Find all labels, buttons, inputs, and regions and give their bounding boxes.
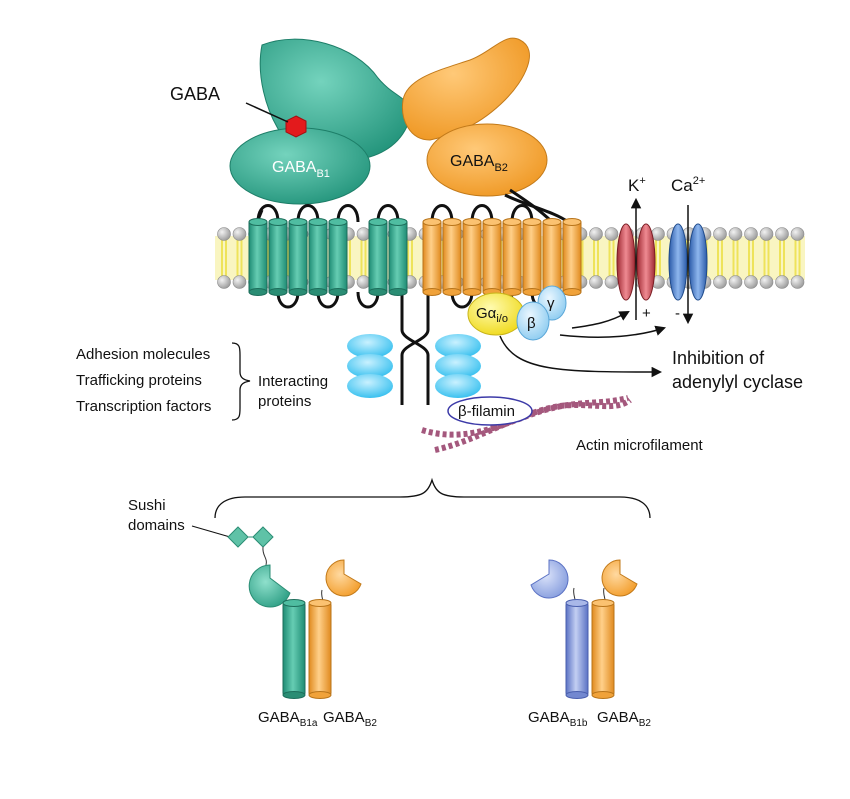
sushi-label: Sushi	[128, 497, 166, 514]
interacting-proteins-left	[347, 334, 393, 398]
lipid-head	[356, 275, 371, 289]
actin-label: Actin microfilament	[576, 437, 704, 454]
k-channel	[616, 197, 656, 320]
lipid-head	[589, 227, 603, 241]
gaba-b1-tm-helix	[288, 218, 308, 296]
inhibition-label: Inhibition of	[672, 348, 765, 368]
lipid-head	[728, 275, 743, 289]
gaba-b2-extracellular-domain	[401, 37, 548, 197]
beta-filamin-outline	[447, 396, 533, 426]
lipid-head	[604, 227, 619, 241]
gaba-b1-tm-helix	[308, 218, 328, 296]
gaba-b2-tm-helix	[442, 218, 462, 296]
gaba-pointer-line	[245, 102, 289, 123]
lipid-head	[232, 227, 247, 241]
interacting-proteins-label: Interacting	[258, 373, 328, 390]
gaba-b2-label: GABAB2	[450, 153, 508, 174]
gaba-b1-tm-helix	[368, 218, 388, 296]
gaba-b2-tm-helix	[462, 218, 482, 296]
g-alpha-label: Gαi/o	[476, 305, 508, 325]
interacting-proteins-right	[435, 334, 481, 398]
beta-filamin-label: β-filamin	[458, 403, 515, 420]
gaba-b2-tm-helix	[482, 218, 502, 296]
interacting-proteins-label-line2: proteins	[258, 393, 311, 410]
gaba-b2-tm-helix	[542, 218, 562, 296]
sushi-label-line2: domains	[128, 517, 185, 534]
isoform-gaba-b1b	[530, 559, 589, 699]
gaba-b1-label: GABAB1	[272, 159, 330, 180]
g-protein	[467, 285, 567, 341]
isoform-2-left-label: GABAB1b	[528, 709, 588, 729]
sushi-domains	[227, 526, 274, 566]
isoform-1-left-label: GABAB1a	[258, 709, 318, 729]
gaba-b2-tm-helix	[562, 218, 582, 296]
lipid-head	[790, 227, 805, 241]
k-plus-sign: +	[642, 305, 651, 322]
lipid-head	[728, 227, 743, 241]
inhibition-label-line2: adenylyl cyclase	[672, 372, 803, 392]
protein-list-brace	[231, 342, 251, 421]
lipid-head	[217, 275, 231, 289]
isoform-2-right-label: GABAB2	[597, 709, 651, 729]
sushi-pointer-line	[191, 525, 231, 538]
isoform-gaba-b1a	[248, 564, 306, 699]
lipid-head	[775, 227, 789, 241]
lipid-head	[744, 275, 758, 289]
protein-list-item-transcription: Transcription factors	[76, 398, 211, 415]
lipid-head	[790, 275, 805, 289]
isoform-brace	[214, 477, 651, 519]
effector-arrows	[499, 310, 666, 378]
lipid-head	[759, 275, 774, 289]
gaba-label: GABA	[170, 84, 220, 104]
isoform-gaba-b2-left	[308, 559, 362, 699]
g-gamma-label: γ	[547, 295, 555, 312]
lipid-head	[217, 227, 231, 241]
gaba-b1-tm-helix	[328, 218, 348, 296]
lipid-head	[713, 275, 727, 289]
actin-microfilament-strand-2	[434, 397, 632, 453]
actin-microfilament	[421, 395, 629, 438]
isoform-1-right-label: GABAB2	[323, 709, 377, 729]
ca-channel	[668, 205, 708, 325]
ca-minus-sign: -	[675, 305, 680, 322]
lipid-head	[713, 227, 727, 241]
protein-list-item-trafficking: Trafficking proteins	[76, 372, 202, 389]
ca-ion-label: Ca2+	[671, 175, 705, 195]
gaba-b2-tm-helix	[502, 218, 522, 296]
lipid-head	[759, 227, 774, 241]
lipid-head	[604, 275, 619, 289]
gaba-ligand-hexagon	[285, 115, 307, 138]
gaba-b2-tm-helix	[522, 218, 542, 296]
k-ion-label: K+	[628, 175, 646, 195]
isoform-gaba-b2-right	[591, 559, 638, 699]
gaba-b1-tm-helix	[268, 218, 288, 296]
lipid-head	[589, 275, 603, 289]
lipid-head	[744, 227, 758, 241]
gaba-b1-tm-helix	[388, 218, 408, 296]
gaba-b2-tm-helix	[422, 218, 442, 296]
g-beta-label: β	[527, 315, 536, 332]
lipid-head	[232, 275, 247, 289]
lipid-head	[775, 275, 789, 289]
gaba-b1-tm-helix	[248, 218, 268, 296]
lipid-head	[356, 227, 371, 241]
protein-list-item-adhesion: Adhesion molecules	[76, 346, 210, 363]
transmembrane-helices	[248, 218, 582, 296]
